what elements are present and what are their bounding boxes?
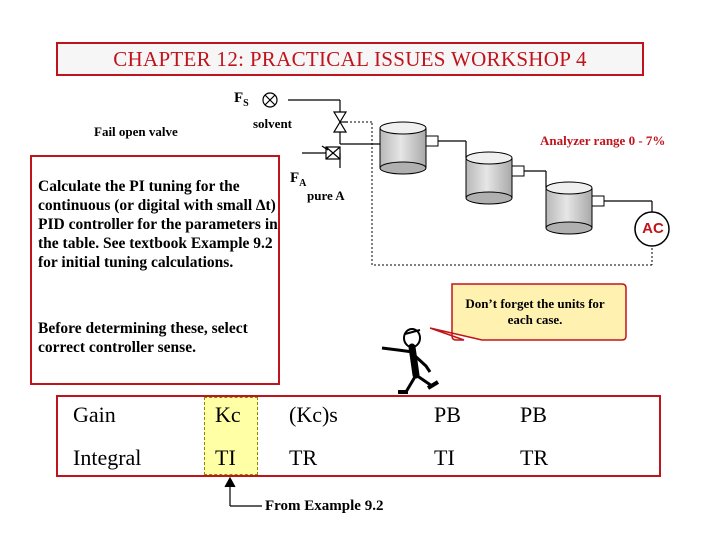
task-instructions: Calculate the PI tuning for the continuo…	[38, 178, 278, 271]
from-example-arrow	[224, 476, 262, 507]
table-cell-r2-c3: TR	[289, 445, 318, 470]
analyzer-range-label: Analyzer range 0 - 7%	[540, 133, 666, 148]
task-controller-sense-note: Before determining these, select correct…	[38, 320, 248, 356]
table-cell-r1-c3: (Kc)s	[289, 402, 338, 427]
pure-a-label: pure A	[307, 188, 345, 203]
tank-3	[545, 181, 605, 235]
fa-flow-meter-icon	[325, 146, 341, 160]
stick-figure-icon	[381, 328, 440, 394]
table-cell-r1-c2: Kc	[215, 402, 241, 427]
tank-1	[379, 121, 439, 175]
table-cell-r2-c4: TI	[434, 445, 455, 470]
solvent-control-valve-icon	[332, 111, 348, 133]
table-cell-r1-c4: PB	[434, 402, 461, 427]
callout-text: Don’t forget the units for each case.	[465, 296, 605, 327]
table-cell-r1-c1: Gain	[73, 402, 116, 427]
fs-label: FS	[234, 90, 249, 109]
table-cell-r2-c2: TI	[215, 445, 236, 470]
fa-label: FA	[290, 170, 307, 189]
title-box: CHAPTER 12: PRACTICAL ISSUES WORKSHOP 4	[56, 42, 644, 76]
fs-flow-meter-icon	[262, 92, 278, 108]
table-cell-r1-c5: PB	[520, 402, 547, 427]
ac-controller-icon	[634, 211, 670, 247]
task-box: Calculate the PI tuning for the continuo…	[30, 155, 280, 385]
tuning-table	[56, 395, 661, 477]
solvent-line	[288, 99, 341, 144]
fail-open-valve-label: Fail open valve	[94, 124, 178, 139]
pure-a-line	[302, 143, 390, 168]
table-cell-r2-c5: TR	[520, 445, 549, 470]
ac-controller-label: AC	[642, 220, 664, 237]
from-example-note: From Example 9.2	[265, 498, 384, 514]
solvent-label: solvent	[253, 116, 292, 131]
callout-bubble	[429, 283, 627, 341]
page-title: CHAPTER 12: PRACTICAL ISSUES WORKSHOP 4	[113, 46, 587, 71]
highlighted-column	[204, 397, 258, 475]
tank-2	[465, 151, 525, 205]
table-cell-r2-c1: Integral	[73, 445, 142, 470]
